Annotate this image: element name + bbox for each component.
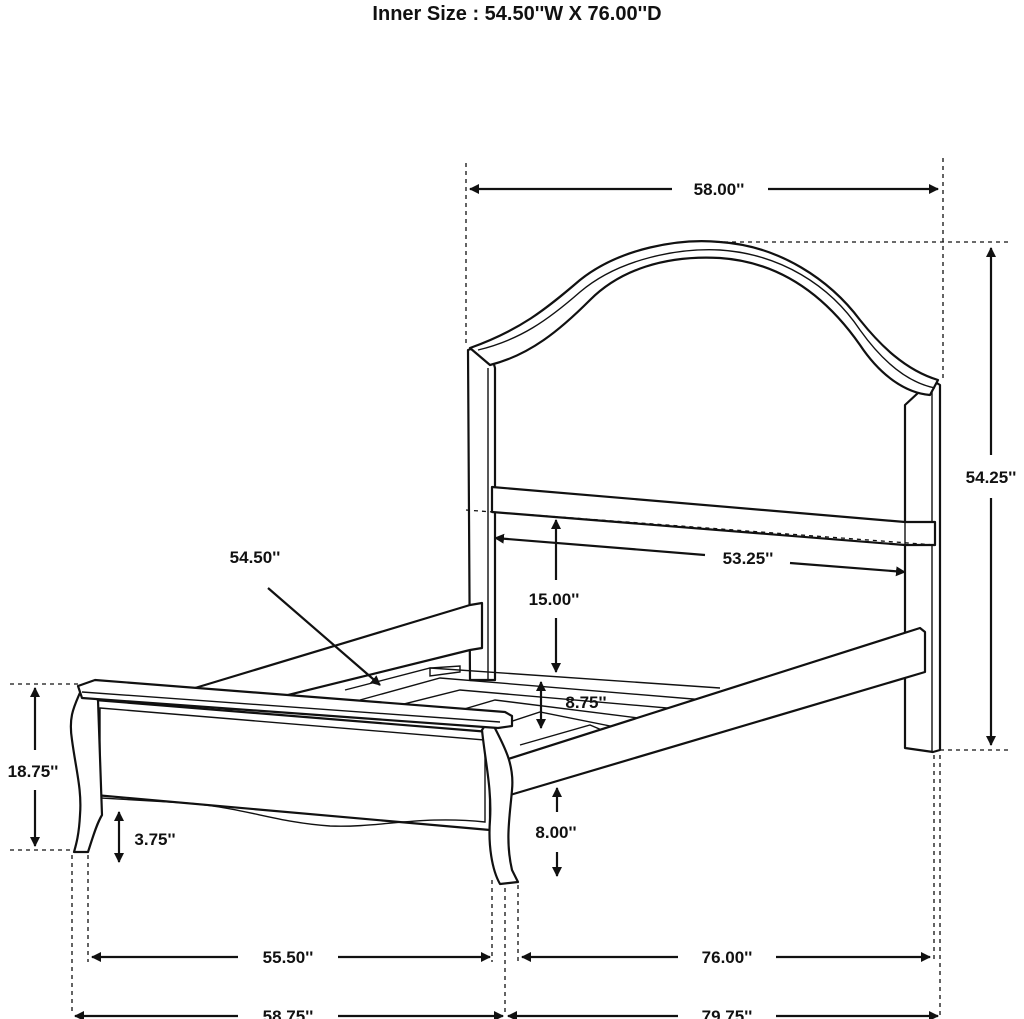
label-side-rail-height: 8.75'' bbox=[565, 693, 606, 712]
dimension-labels: 58.00'' 54.25'' 53.25'' 15.00'' 54.50'' … bbox=[8, 180, 1017, 1019]
label-headboard-clearance: 15.00'' bbox=[529, 590, 580, 609]
footboard-left-leg bbox=[69, 686, 104, 854]
label-footboard-clearance: 3.75'' bbox=[134, 830, 175, 849]
footboard-right-leg bbox=[480, 716, 520, 886]
label-slat-width: 54.50'' bbox=[230, 548, 281, 567]
headboard-crown bbox=[468, 240, 940, 397]
label-overall-width: 58.75'' bbox=[263, 1007, 314, 1019]
label-footboard-inner-width: 55.50'' bbox=[263, 948, 314, 967]
headboard-right-post bbox=[903, 378, 942, 754]
headboard-bottom-rail bbox=[490, 485, 937, 547]
label-headboard-width: 58.00'' bbox=[694, 180, 745, 199]
extension-lines bbox=[10, 158, 1010, 1015]
label-headboard-height: 54.25'' bbox=[966, 468, 1017, 487]
label-rail-clearance: 8.00'' bbox=[535, 823, 576, 842]
label-inner-length: 76.00'' bbox=[702, 948, 753, 967]
inner-size-title: Inner Size : 54.50''W X 76.00''D bbox=[372, 3, 661, 25]
dimension-arrows bbox=[30, 184, 996, 1019]
footboard-top-cap bbox=[76, 678, 514, 730]
label-headboard-inner-width: 53.25'' bbox=[723, 549, 774, 568]
label-footboard-height: 18.75'' bbox=[8, 762, 59, 781]
label-overall-length: 79.75'' bbox=[702, 1007, 753, 1019]
bed-illustration bbox=[69, 240, 942, 886]
